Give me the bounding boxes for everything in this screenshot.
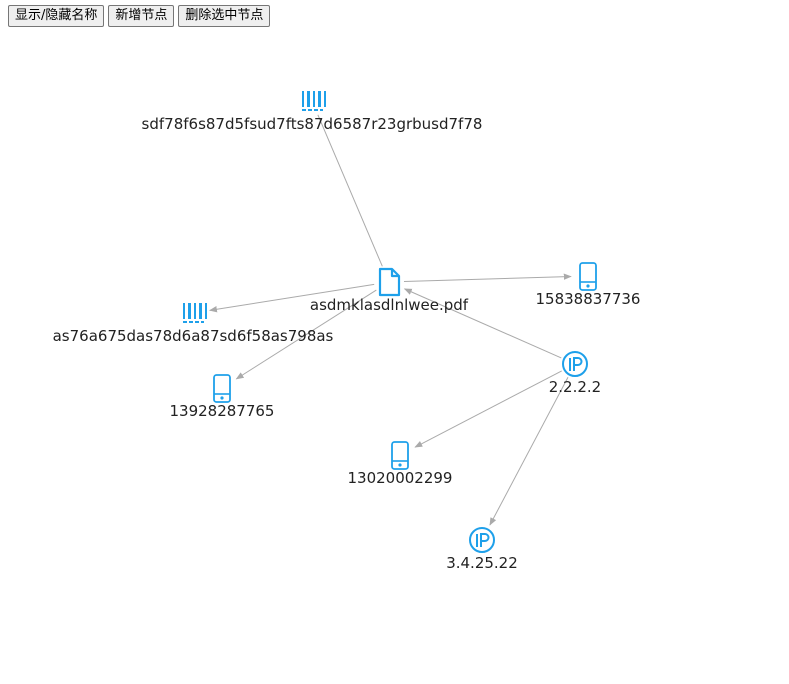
node-label: 2.2.2.2 [549, 378, 601, 396]
node-label: 15838837736 [536, 290, 641, 308]
edges-layer [209, 114, 572, 526]
delete-selected-node-button[interactable]: 删除选中节点 [178, 5, 271, 27]
nodes-layer: asdmklasdlnlwee.pdf sdf78f6s87d5fsud7fts8… [53, 91, 641, 572]
phone-icon [579, 262, 597, 291]
barcode-icon [183, 303, 207, 323]
graph-node[interactable]: asdmklasdlnlwee.pdf [310, 267, 469, 314]
graph-node[interactable]: 2.2.2.2 [549, 351, 601, 396]
file-icon [378, 267, 401, 297]
edge-bar1-pdf [317, 114, 383, 267]
ip-icon [469, 527, 495, 553]
add-node-button[interactable]: 新增节点 [108, 5, 175, 27]
edge-pdf-bar2 [209, 283, 375, 313]
phone-icon [213, 374, 231, 403]
node-label: asdmklasdlnlwee.pdf [310, 296, 469, 314]
node-label: as76a675das78d6a87sd6f58as798as [53, 327, 334, 345]
toolbar: 显示/隐藏名称 新增节点 删除选中节点 [8, 5, 271, 27]
toggle-names-button[interactable]: 显示/隐藏名称 [8, 5, 105, 27]
node-label: 13020002299 [348, 469, 453, 487]
graph-node[interactable]: 13020002299 [348, 441, 453, 487]
graph-node[interactable]: 15838837736 [536, 262, 641, 308]
graph-node[interactable]: 13928287765 [170, 374, 275, 420]
node-label: sdf78f6s87d5fsud7fts87d6587r23grbusd7f78 [142, 115, 483, 133]
node-label: 13928287765 [170, 402, 275, 420]
ip-icon [562, 351, 588, 377]
edge-ip1-ip2 [489, 377, 569, 526]
edge-ip1-pdf [403, 288, 562, 359]
edge-pdf-ph2 [235, 289, 377, 380]
phone-icon [391, 441, 409, 470]
graph-node[interactable]: sdf78f6s87d5fsud7fts87d6587r23grbusd7f78 [142, 91, 483, 133]
node-label: 3.4.25.22 [446, 554, 518, 572]
edge-ip1-ph3 [414, 370, 562, 448]
edge-pdf-ph1 [403, 273, 572, 283]
graph-node[interactable]: 3.4.25.22 [446, 527, 518, 572]
graph-node[interactable]: as76a675das78d6a87sd6f58as798as [53, 303, 334, 345]
barcode-icon [302, 91, 326, 111]
